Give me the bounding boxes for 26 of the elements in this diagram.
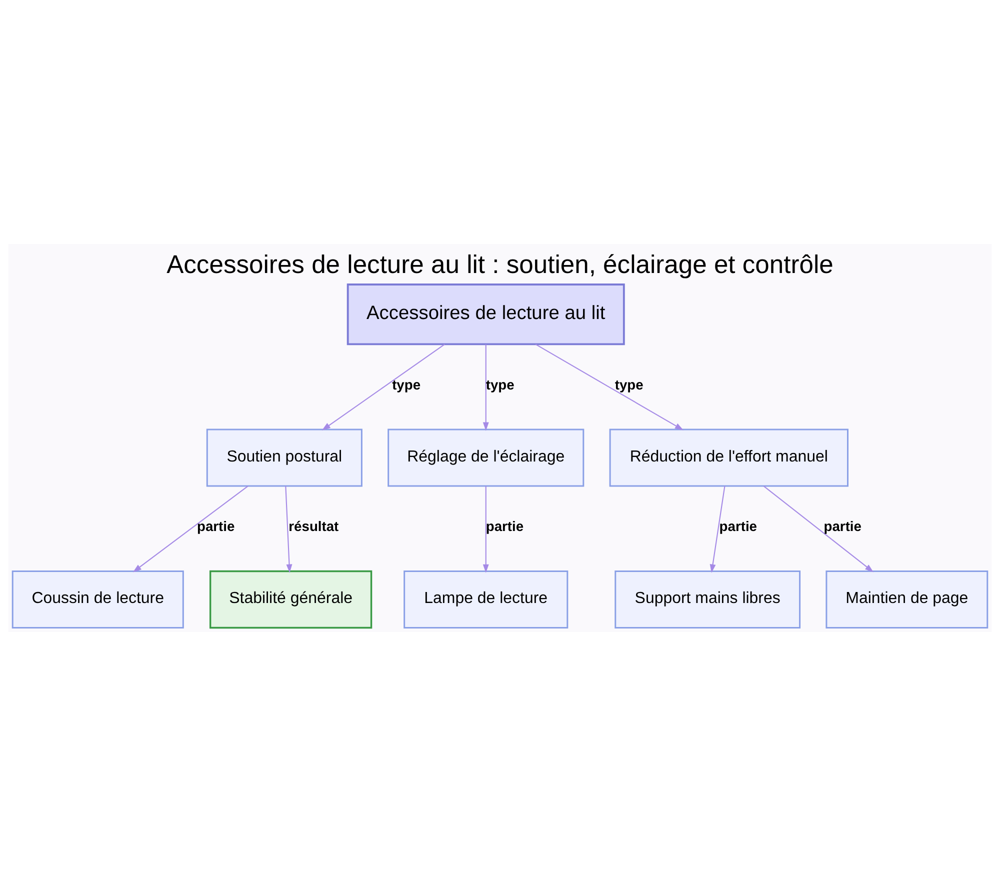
arrow [710, 486, 726, 573]
edge-label: partie [719, 518, 758, 534]
edge-label: type [392, 376, 421, 392]
edge-label: type [614, 376, 644, 392]
node-box: Réglage de l'éclairage [388, 428, 584, 487]
node-box: Maintien de page [826, 570, 988, 628]
node-box: Stabilité générale [209, 570, 372, 629]
edge-label: partie [824, 518, 862, 534]
arrow [322, 344, 445, 430]
arrow [132, 486, 248, 572]
node-box: Coussin de lecture [12, 570, 184, 628]
node-box: Réduction de l'effort manuel [609, 428, 848, 487]
edge-label: partie [197, 518, 235, 534]
node-box: Lampe de lecture [404, 570, 568, 628]
arrow [285, 486, 292, 573]
edge-label: résultat [288, 518, 339, 534]
diagram-title: Accessoires de lecture au lit : soutien, éclairage et contrôle [166, 250, 834, 279]
edge-label: type [486, 376, 514, 392]
edge-label: partie [486, 518, 524, 534]
arrow [482, 344, 489, 431]
arrow [763, 486, 874, 572]
node-box: Accessoires de lecture au lit [346, 284, 625, 346]
node-box: Soutien postural [206, 428, 362, 487]
arrow [482, 486, 489, 573]
node-box: Support mains libres [614, 570, 801, 628]
arrow [535, 344, 684, 430]
